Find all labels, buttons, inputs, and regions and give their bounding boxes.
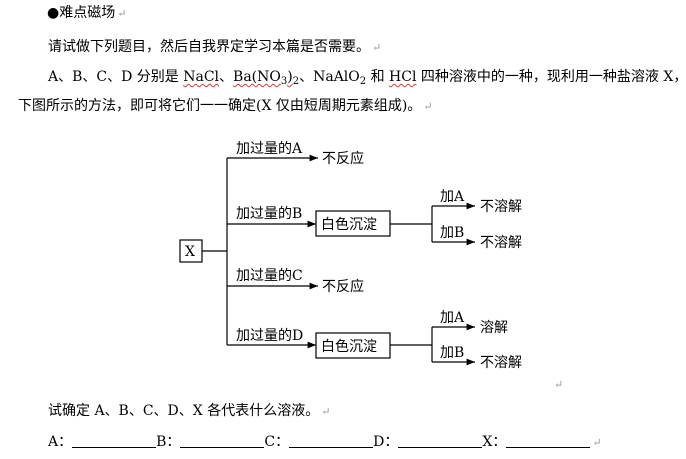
formula-nacl: NaCl [183, 69, 220, 85]
branch-c-label: 加过量的C [236, 268, 303, 284]
paragraph-mark: ↵ [372, 41, 382, 54]
branch-d-label: 加过量的D [236, 328, 303, 344]
problem-line-1: A、B、C、D 分别是 NaCl、Ba(NO3)2、NaAlO2 和 HCl 四… [48, 69, 686, 87]
branch-b-label: 加过量的B [236, 206, 302, 222]
sub-b-result-1: 不溶解 [480, 199, 522, 215]
paragraph-mark: ↵ [321, 405, 331, 418]
answer-d-label: D： [373, 434, 399, 450]
formula-hcl: HCl [389, 69, 417, 85]
paragraph-mark: ↵ [592, 436, 602, 449]
sub-d-result-1: 溶解 [480, 320, 508, 336]
answer-line: A： B： C： D： X： ↵ [48, 433, 602, 452]
answer-x-label: X： [482, 434, 507, 450]
x-label: X [185, 244, 195, 260]
intro-text: 请试做下列题目，然后自我界定学习本篇是否需要。↵ [48, 39, 382, 55]
formula-bano3: Ba(NO3)2 [233, 69, 300, 87]
paragraph-mark: ↵ [117, 7, 127, 20]
sub-b-add-1: 加A [440, 189, 465, 205]
answer-b-label: B： [156, 434, 181, 450]
answer-a-label: A： [48, 434, 73, 450]
precipitate-d-text: 白色沉淀 [321, 338, 377, 355]
sub-d-add-1: 加A [440, 310, 465, 326]
precipitate-b-text: 白色沉淀 [321, 216, 377, 233]
answer-d-blank[interactable] [398, 433, 483, 448]
formula-naalo2: NaAlO2 [313, 69, 367, 87]
answer-a-blank[interactable] [72, 433, 157, 448]
paragraph-mark: ↵ [423, 100, 433, 113]
branch-a-label: 加过量的A [236, 141, 303, 157]
paragraph-mark: ↵ [554, 378, 563, 391]
sub-b-result-2: 不溶解 [480, 235, 522, 251]
sub-d-result-2: 不溶解 [480, 355, 522, 371]
answer-c-blank[interactable] [289, 433, 374, 448]
answer-c-label: C： [264, 434, 290, 450]
answer-x-blank[interactable] [506, 433, 591, 448]
section-heading: ●难点磁场↵ [47, 5, 127, 21]
sub-b-add-2: 加B [440, 225, 464, 241]
question-text: 试确定 A、B、C、D、X 各代表什么溶液。↵ [48, 403, 331, 419]
sub-d-add-2: 加B [440, 345, 464, 361]
branch-a-result: 不反应 [322, 150, 364, 167]
problem-line-2: 下图所示的方法，即可将它们一一确定(X 仅由短周期元素组成)。↵ [18, 98, 433, 114]
branch-c-result: 不反应 [322, 278, 364, 295]
answer-b-blank[interactable] [180, 433, 265, 448]
